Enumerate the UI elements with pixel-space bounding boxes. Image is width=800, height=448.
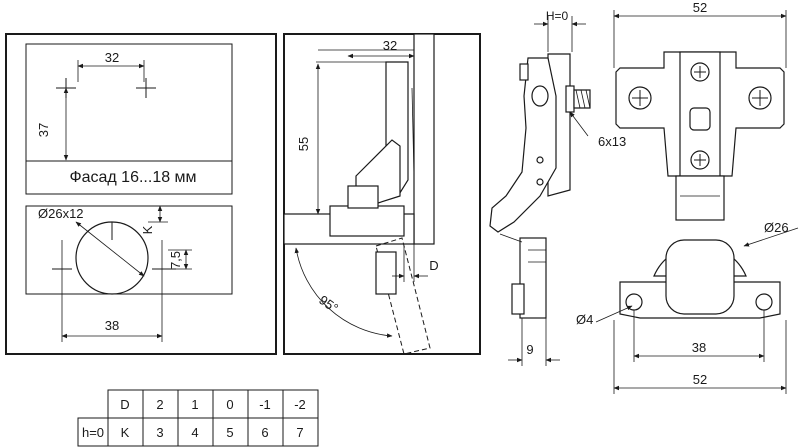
dim-diam-26x12-label: Ø26x12 (38, 206, 84, 221)
flange-hole-right (755, 293, 773, 311)
dim-52-bottom-label: 52 (693, 372, 707, 387)
side-section-panel: 32 55 D 95° (283, 33, 481, 355)
dimension-d: D (392, 244, 439, 282)
dim-4-label: Ø4 (576, 312, 593, 327)
dimension-7-5: 7,5 (168, 249, 192, 270)
dim-h0-label: H=0 (546, 9, 569, 23)
dim-angle-label: 95° (316, 292, 341, 316)
screw-head-icon-left (628, 86, 652, 110)
panel2-frame (283, 33, 481, 355)
table-row-cell: 3 (156, 425, 163, 440)
dimension-55: 55 (296, 61, 386, 215)
table-header-label: D (120, 397, 129, 412)
table-header-cell: 2 (156, 397, 163, 412)
dim-9-label: 9 (526, 342, 533, 357)
panel1-frame (5, 33, 277, 355)
hinge-side-view: H=0 6x13 9 (489, 9, 626, 366)
dimension-32-side: 32 (318, 38, 415, 59)
screw-head-icon-top (690, 62, 710, 82)
facade-cup-view (25, 205, 233, 295)
screw-head-icon-bottom (690, 150, 710, 170)
table-header-cell: -2 (294, 397, 306, 412)
table-header-cell: 0 (226, 397, 233, 412)
dim-38-bottom-label: 38 (692, 340, 706, 355)
table-header-cell: 1 (191, 397, 198, 412)
dim-32-label: 32 (105, 50, 119, 65)
facade-top-view (25, 43, 233, 195)
dim-6x13-label: 6x13 (598, 134, 626, 149)
table-row-cell: 5 (226, 425, 233, 440)
cabinet-side-wall (413, 33, 435, 245)
dim-32-side-label: 32 (383, 38, 397, 53)
hinge-cup-section (329, 205, 405, 237)
dim-k-label: K (140, 225, 155, 234)
opened-door-outline (375, 237, 431, 355)
hinge-front-view: 52 Ø26 (576, 0, 799, 394)
table-row-cell: 4 (191, 425, 198, 440)
opening-angle-arc (294, 247, 393, 338)
screw-icon (565, 85, 591, 113)
dim-26-label: Ø26 (764, 220, 789, 235)
dim-7-5-label: 7,5 (168, 251, 183, 269)
table-row-k: K (121, 425, 130, 440)
dim-52-top-label: 52 (693, 0, 707, 15)
table-header-cell: -1 (259, 397, 271, 412)
table-row-cell: 7 (296, 425, 303, 440)
adjust-slot (689, 107, 711, 131)
dimension-38-left: 38 (61, 240, 163, 342)
side-hinge-cup (499, 233, 547, 319)
table-row-label: h=0 (82, 425, 104, 440)
dim-d-label: D (429, 258, 438, 273)
dimension-32-top: 32 (77, 50, 145, 82)
dimension-37: 37 (36, 87, 69, 161)
screw-head-icon-right (748, 86, 772, 110)
screw-mark-right (136, 78, 156, 98)
table-row-cell: 6 (261, 425, 268, 440)
diameter-leader (75, 221, 145, 277)
drilling-template-panel: 32 37 Фасад 16...18 мм Ø26x12 K 7,5 (5, 33, 277, 355)
offset-table: D 2 1 0 -1 -2 h=0 K 3 4 5 6 7 (77, 389, 319, 447)
dim-38-label: 38 (105, 318, 119, 333)
dim-55-label: 55 (296, 137, 311, 151)
dim-37-label: 37 (36, 123, 51, 137)
facade-thickness-label: Фасад 16...18 мм (69, 169, 196, 186)
side-hinge-arm (489, 57, 557, 233)
dimension-k: K (140, 205, 168, 234)
